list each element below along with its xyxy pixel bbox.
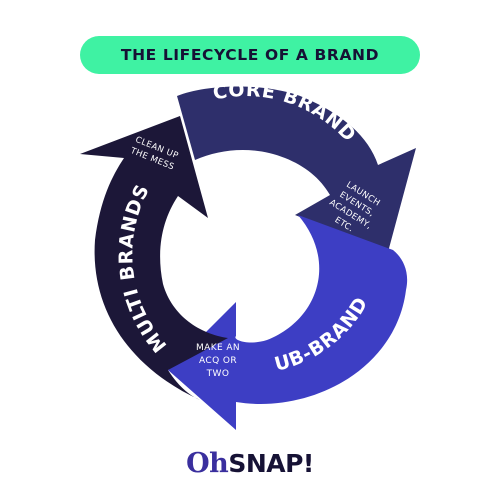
note-line: TWO xyxy=(206,369,230,379)
note-line: MAKE AN xyxy=(196,343,240,353)
sub-brands-arrow xyxy=(168,215,408,430)
ohsnap-logo: OhSNAP! xyxy=(0,446,500,486)
multi-brands-arrow xyxy=(80,116,228,400)
logo-oh-text: Oh xyxy=(186,448,229,479)
logo-snap-text: SNAP! xyxy=(228,449,314,478)
core-brand-arrow xyxy=(177,86,416,252)
note-line: ACQ OR xyxy=(199,356,237,366)
title-banner: THE LIFECYCLE OF A BRAND xyxy=(80,36,420,74)
sub-brands-note: MAKE AN ACQ OR TWO xyxy=(196,343,240,379)
title-text: THE LIFECYCLE OF A BRAND xyxy=(120,46,380,64)
